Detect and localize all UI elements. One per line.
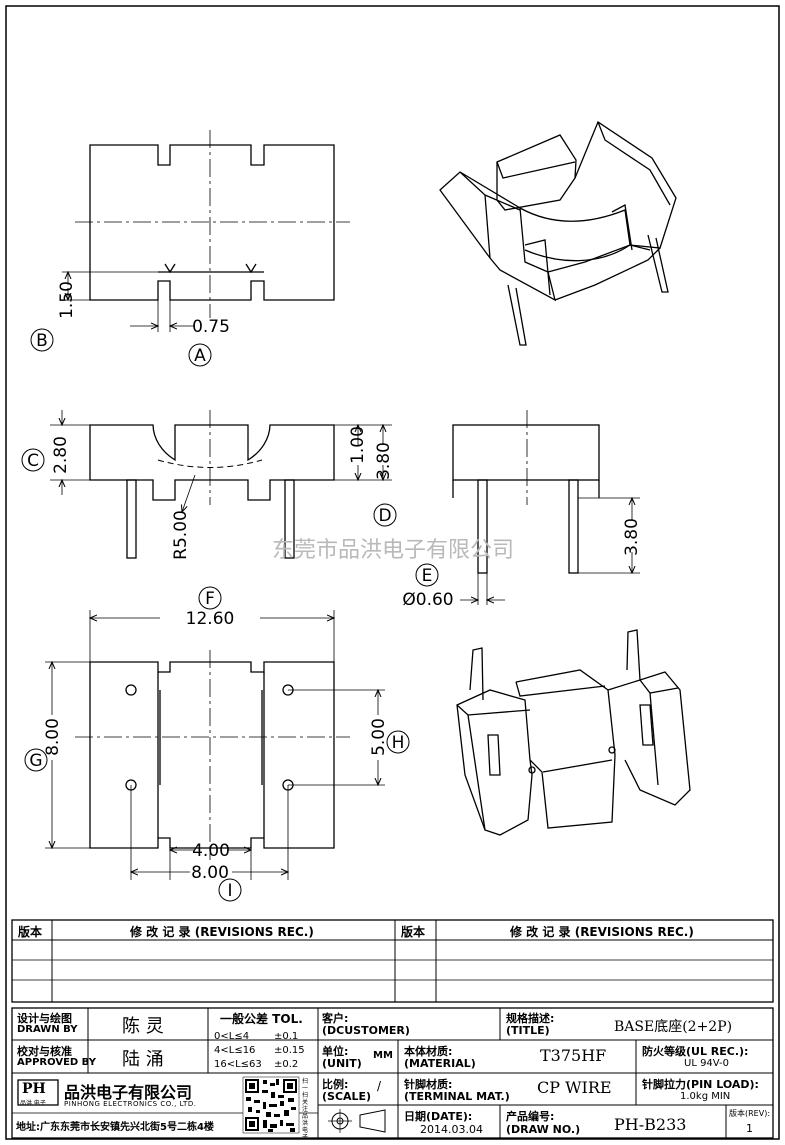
dim-pin-spacing-v: 5.00 — [369, 718, 389, 756]
company-name-cn: 品洪电子有限公司 — [64, 1083, 193, 1102]
drawn-by-cn: 设计与绘图 — [17, 1012, 72, 1025]
approved-by-en: APPROVED BY — [17, 1057, 96, 1068]
rev-col-version-2: 版本 — [401, 925, 426, 939]
callout-f: F — [205, 589, 215, 609]
callout-h: H — [392, 733, 405, 753]
date-value: 2014.03.04 — [420, 1123, 483, 1136]
draw-no-en: (DRAW NO.) — [506, 1123, 581, 1136]
iso-view-bottom — [456, 629, 691, 836]
designer-name: 陈 灵 — [122, 1016, 164, 1037]
drawn-by-en: DRAWN BY — [17, 1024, 78, 1035]
tolerance-value-1: ±0.1 — [274, 1031, 299, 1042]
approver-name: 陆 涌 — [122, 1049, 164, 1070]
top-view — [30, 130, 350, 367]
watermark: 东莞市品洪电子有限公司 — [272, 538, 514, 563]
dim-pin-dia: Ø0.60 — [402, 590, 453, 610]
dim-pin-spacing-h: 8.00 — [191, 863, 229, 883]
title-cn: 规格描述: — [506, 1012, 555, 1025]
terminal-cn: 针脚材质: — [404, 1078, 453, 1091]
callout-e: E — [422, 566, 433, 586]
scale-en: (SCALE) — [322, 1090, 372, 1103]
dim-pin-length: 3.80 — [622, 518, 642, 556]
ul-value: UL 94V-0 — [684, 1058, 730, 1069]
title-value: BASE底座(2+2P) — [614, 1019, 733, 1035]
pin-load-label: 针脚拉力(PIN LOAD): — [642, 1078, 759, 1091]
tolerance-range-3: 16<L≤63 — [214, 1059, 262, 1070]
company-logo: PH — [22, 1081, 46, 1097]
pin-load-value: 1.0kg MIN — [680, 1091, 731, 1102]
tolerance-range-2: 4<L≤16 — [214, 1045, 256, 1056]
draw-no-value: PH-B233 — [614, 1115, 687, 1134]
revision-value: 1 — [746, 1122, 753, 1135]
date-label: 日期(DATE): — [404, 1110, 473, 1123]
dim-top-height: 1.50 — [57, 281, 77, 319]
dim-radius: R5.00 — [171, 510, 191, 560]
unit-value: MM — [373, 1050, 393, 1061]
company-name-en: PINHONG ELECTRONICS CO., LTD. — [64, 1100, 197, 1108]
dim-overall-width: 12.60 — [186, 609, 235, 629]
scale-value: / — [377, 1079, 382, 1093]
terminal-value: CP WIRE — [537, 1078, 612, 1097]
end-view — [415, 410, 640, 605]
rev-col-record-2: 修 改 记 录 (REVISIONS REC.) — [510, 925, 694, 939]
ul-label: 防火等级(UL REC.): — [642, 1045, 749, 1058]
callout-c: C — [27, 451, 39, 471]
approved-by-cn: 校对与核准 — [17, 1045, 72, 1058]
callout-i: I — [227, 881, 232, 901]
dim-overall-height: 8.00 — [43, 718, 63, 756]
callout-g: G — [29, 751, 42, 771]
tolerance-title: 一般公差 TOL. — [220, 1012, 303, 1026]
revision-table — [11, 919, 774, 1003]
customer-en: (DCUSTOMER) — [322, 1024, 410, 1037]
dim-inner-width: 4.00 — [192, 841, 230, 861]
dim-side-height: 2.80 — [51, 436, 71, 474]
tolerance-value-3: ±0.2 — [274, 1059, 299, 1070]
tolerance-value-2: ±0.15 — [274, 1045, 305, 1056]
plan-view — [24, 586, 410, 902]
material-cn: 本体材质: — [404, 1045, 453, 1058]
callout-d: D — [378, 506, 391, 526]
customer-cn: 客户: — [322, 1012, 349, 1025]
tolerance-range-1: 0<L≤4 — [214, 1031, 250, 1042]
unit-cn: 单位: — [322, 1045, 349, 1058]
callout-a: A — [194, 346, 206, 366]
material-value: T375HF — [540, 1046, 607, 1065]
material-en: (MATERIAL) — [404, 1057, 476, 1070]
draw-no-cn: 产品编号: — [506, 1110, 555, 1123]
unit-en: (UNIT) — [322, 1057, 362, 1070]
terminal-en: (TERMINAL MAT.) — [404, 1090, 510, 1103]
revision-label: 版本(REV): — [729, 1109, 771, 1118]
title-en: (TITLE) — [506, 1024, 550, 1037]
company-logo-sub: 品洪 电子 — [20, 1100, 46, 1107]
company-address: 地址:广东东莞市长安镇先兴北街5号二栋4楼 — [16, 1122, 214, 1133]
callout-b: B — [36, 331, 48, 351]
dim-side-depth: 1.00 — [348, 426, 368, 464]
qr-caption: 扫一扫关注品洪电子 — [302, 1078, 309, 1141]
rev-col-record-1: 修 改 记 录 (REVISIONS REC.) — [130, 925, 314, 939]
dim-side-total: 3.80 — [374, 442, 394, 480]
dim-top-gap: 0.75 — [192, 317, 230, 337]
qr-code — [242, 1076, 300, 1134]
rev-col-version-1: 版本 — [18, 925, 43, 939]
scale-cn: 比例: — [322, 1078, 349, 1091]
iso-view-top — [439, 121, 677, 346]
side-view — [21, 410, 397, 559]
